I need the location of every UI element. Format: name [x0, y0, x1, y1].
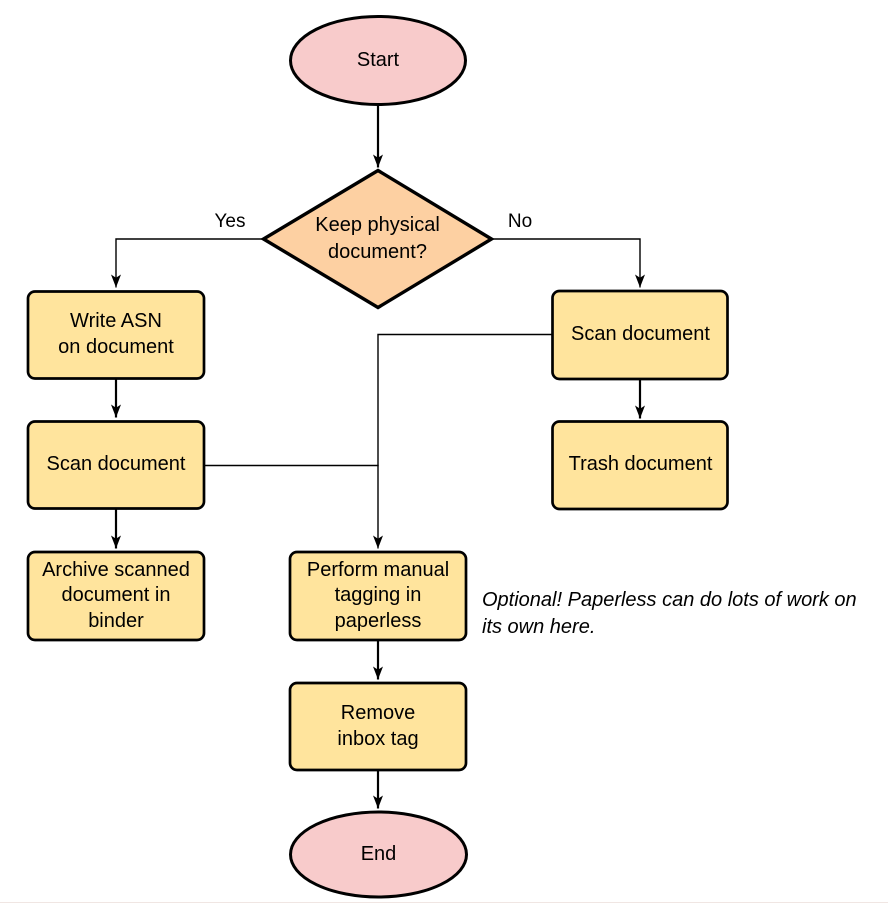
edge-label-yes: Yes: [214, 211, 246, 232]
scan-left-node-shape: [26, 420, 206, 510]
edge-decision-no-to-scan-right: [491, 238, 645, 288]
decision-node-shape: [260, 168, 495, 310]
archive-node-shape: [26, 550, 206, 642]
remove-inbox-node-shape: [288, 681, 468, 772]
page-bottom-divider: [0, 902, 888, 903]
edge-label-no: No: [507, 211, 533, 232]
write-asn-node-shape: [26, 290, 206, 380]
start-node-shape: [289, 15, 467, 106]
edge-decision-yes-to-write-asn: [111, 238, 264, 288]
perform-tagging-node-shape: [288, 550, 468, 642]
edge-scan-right-to-perform-tagging: [373, 333, 553, 549]
trash-node-shape: [551, 420, 729, 511]
optional-annotation: Optional! Paperless can do lots of work …: [482, 589, 857, 638]
scan-right-node-shape: [551, 289, 729, 381]
end-node-shape: [289, 810, 468, 899]
